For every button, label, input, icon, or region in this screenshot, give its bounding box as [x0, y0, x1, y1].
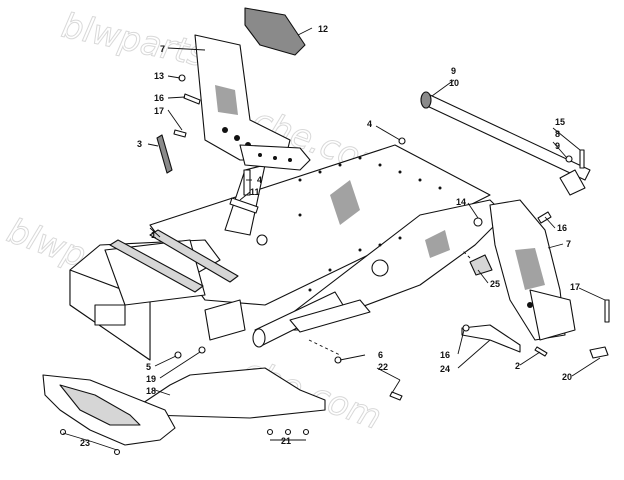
callout-16-right: 16	[557, 223, 567, 233]
callout-23: 24	[440, 364, 450, 374]
rail-left	[109, 239, 204, 293]
bracket-24	[589, 346, 609, 359]
steering-shaft	[420, 91, 591, 196]
callout-7-right: 7	[566, 239, 571, 249]
hardware	[59, 74, 610, 456]
shaft-mount	[559, 169, 586, 196]
callout-4-mid: 4	[257, 175, 262, 185]
callout-18: 18	[146, 386, 156, 396]
callout-17-right: 17	[570, 282, 580, 292]
bulkhead-window	[94, 304, 126, 326]
leader-lines	[62, 27, 606, 451]
bracket-25	[469, 254, 493, 276]
callout-2: 2	[515, 361, 520, 371]
bolt-17-top	[173, 129, 187, 138]
callout-labels: 12 7 13 16 17 3 4 4 11 9 10 15 8 9 14 16…	[80, 24, 580, 448]
callout-14: 13	[154, 71, 164, 81]
callout-9-right: 9	[555, 141, 560, 151]
shaft-end-cap	[420, 91, 432, 109]
washer-9-right	[565, 155, 573, 163]
cross-tube-end	[252, 328, 266, 348]
callout-21: 22	[378, 362, 388, 372]
upper-cover	[244, 7, 306, 56]
callout-19: 19	[146, 374, 156, 384]
callout-17-top: 17	[154, 106, 164, 116]
callout-24: 20	[562, 372, 572, 382]
bolt-17-right	[604, 299, 610, 323]
callout-22: 23	[80, 438, 90, 448]
right-panel-lower	[529, 289, 576, 341]
right-bulkhead-assembly	[489, 199, 576, 341]
chassis-frame	[69, 144, 506, 361]
callout-25: 25	[490, 279, 500, 289]
upper-panel-hatch	[215, 85, 238, 115]
front-bracket	[204, 299, 246, 341]
washer-16-lower	[462, 324, 470, 332]
callout-11: 11	[250, 187, 260, 197]
bracket-23	[461, 324, 521, 353]
rivet-22b	[113, 448, 121, 456]
watermark-text-top: blwparts	[58, 6, 209, 76]
nut-5	[174, 351, 182, 359]
washer-19	[198, 346, 206, 354]
callout-12: 14	[456, 197, 466, 207]
callout-3: 3	[137, 139, 142, 149]
callout-8: 8	[555, 129, 560, 139]
upper-bulkhead-assembly	[194, 7, 311, 171]
callout-15: 15	[555, 117, 565, 127]
callout-5: 5	[146, 362, 151, 372]
nut-4-top	[398, 137, 406, 145]
rivet-20a	[266, 428, 274, 436]
rivet-holes	[298, 156, 442, 292]
skid-plate-inner	[59, 384, 141, 426]
bolt-11	[229, 197, 259, 214]
callout-4-top: 4	[367, 119, 372, 129]
callout-7-top: 7	[160, 44, 165, 54]
side-stiffener	[289, 299, 371, 333]
bolt-21	[389, 391, 403, 401]
callout-9-top: 9	[451, 66, 456, 76]
callout-1: 1	[151, 230, 156, 240]
callout-16-lower: 16	[440, 350, 450, 360]
bolt-16-right	[537, 211, 552, 224]
callout-20: 21	[281, 436, 291, 446]
rivet-20c	[302, 428, 310, 436]
decal-hatch-1	[330, 180, 360, 225]
decal-hatch-2	[425, 230, 450, 258]
callout-13: 12	[318, 24, 328, 34]
bolt-15	[579, 149, 585, 169]
frame-large-hole	[371, 259, 389, 277]
belly-pan-assembly	[42, 367, 326, 446]
callout-16-top: 16	[154, 93, 164, 103]
support-bar	[156, 134, 173, 174]
bolt-4-mid	[243, 169, 251, 196]
bolt-16-top	[183, 93, 201, 105]
steering-post-hole	[256, 234, 268, 246]
upper-bulkhead-panel	[194, 34, 291, 161]
callout-6: 6	[378, 350, 383, 360]
rivet-20b	[284, 428, 292, 436]
rail-right	[149, 229, 239, 283]
right-panel-hatch	[515, 248, 545, 290]
nut-12	[473, 217, 483, 227]
bolt-2	[534, 346, 548, 357]
callout-10: 10	[449, 78, 459, 88]
